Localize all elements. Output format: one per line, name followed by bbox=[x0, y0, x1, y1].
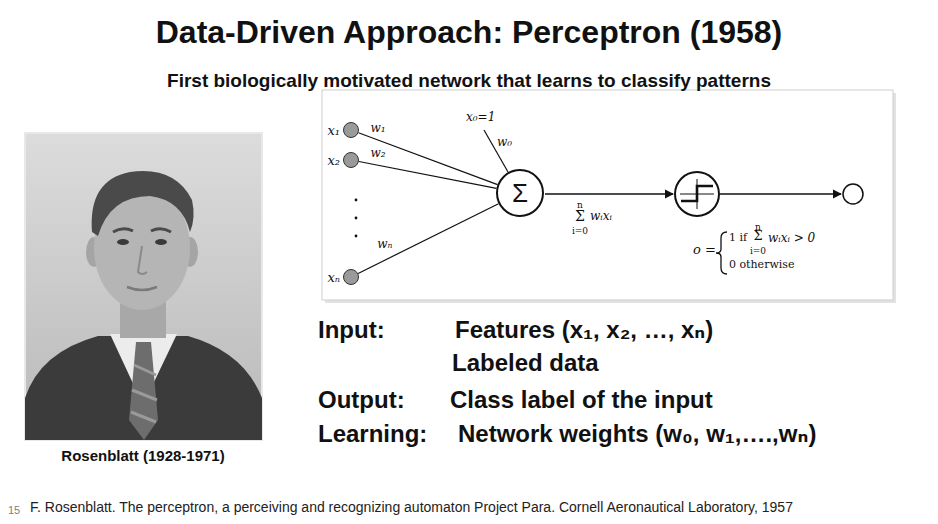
photo-caption: Rosenblatt (1928-1971) bbox=[61, 447, 224, 464]
step-axes bbox=[680, 179, 714, 209]
row-text: Network weights (w₀, w₁,….,wₙ) bbox=[458, 420, 816, 448]
sum-symbol: Σ bbox=[753, 229, 762, 244]
summation-node: Σ bbox=[496, 169, 544, 217]
row-text: Features (x₁, x₂, …, xₙ) bbox=[455, 316, 713, 344]
weight-connection bbox=[358, 204, 498, 274]
diagram-frame bbox=[322, 90, 893, 300]
weight-label: wₙ bbox=[376, 238, 393, 252]
portrait bbox=[25, 133, 262, 440]
row-heading: Input: bbox=[318, 316, 385, 344]
brows bbox=[113, 229, 171, 232]
step-curve bbox=[681, 186, 713, 201]
weight-label: w₁ bbox=[369, 122, 386, 136]
row-text: Class label of the input bbox=[450, 386, 713, 414]
condition-text: 1 if bbox=[729, 232, 747, 245]
step-function-symbol bbox=[675, 172, 719, 216]
sum-lower-limit: i=0 bbox=[750, 246, 766, 256]
eye bbox=[117, 239, 129, 245]
input-node: xₙ bbox=[343, 269, 359, 285]
output-variable: o = bbox=[693, 243, 716, 258]
input-node: x₂ bbox=[343, 152, 359, 168]
tie bbox=[129, 342, 158, 440]
weight-connection bbox=[358, 133, 497, 185]
sum-symbol: Σ bbox=[575, 208, 585, 224]
sum-lower-limit: i=0 bbox=[572, 226, 588, 236]
node-label: x₂ bbox=[327, 153, 340, 168]
mouth bbox=[127, 287, 157, 290]
ellipsis-dot bbox=[355, 235, 358, 238]
sum-arrow bbox=[545, 193, 673, 194]
row-heading: Learning: bbox=[318, 420, 427, 448]
subtitle: First biologically motivated network tha… bbox=[167, 70, 771, 92]
weight-label: w₂ bbox=[369, 147, 386, 161]
node-label: x₁ bbox=[327, 123, 340, 138]
slide-title: Data-Driven Approach: Perceptron (1958) bbox=[156, 14, 783, 51]
node-label: xₙ bbox=[327, 270, 340, 285]
hair bbox=[92, 171, 194, 236]
ellipsis-dot bbox=[355, 199, 358, 202]
tie-stripes bbox=[131, 365, 157, 422]
output-circle bbox=[843, 184, 863, 204]
weight-connection bbox=[359, 162, 497, 189]
row-text: Labeled data bbox=[452, 349, 599, 377]
slide-number: 15 bbox=[8, 504, 20, 517]
ellipsis-dot bbox=[355, 217, 358, 220]
reference-caption: F. Rosenblatt. The perceptron, a perceiv… bbox=[30, 499, 793, 515]
node-label: Σ bbox=[512, 180, 528, 206]
brace bbox=[716, 232, 727, 274]
condition-term: wᵢxᵢ > 0 bbox=[768, 232, 815, 246]
sum-term: wᵢxᵢ bbox=[590, 210, 612, 224]
bias-weight: w₀ bbox=[497, 136, 512, 150]
nose bbox=[138, 246, 147, 274]
input-node: x₁ bbox=[343, 122, 359, 138]
photo-ground bbox=[25, 133, 262, 440]
bias-input: x₀=1 bbox=[466, 111, 495, 125]
row-heading: Output: bbox=[318, 386, 405, 414]
eye bbox=[155, 239, 167, 245]
otherwise-text: 0 otherwise bbox=[729, 259, 794, 272]
output-arrow bbox=[720, 193, 841, 194]
suit bbox=[25, 336, 262, 440]
